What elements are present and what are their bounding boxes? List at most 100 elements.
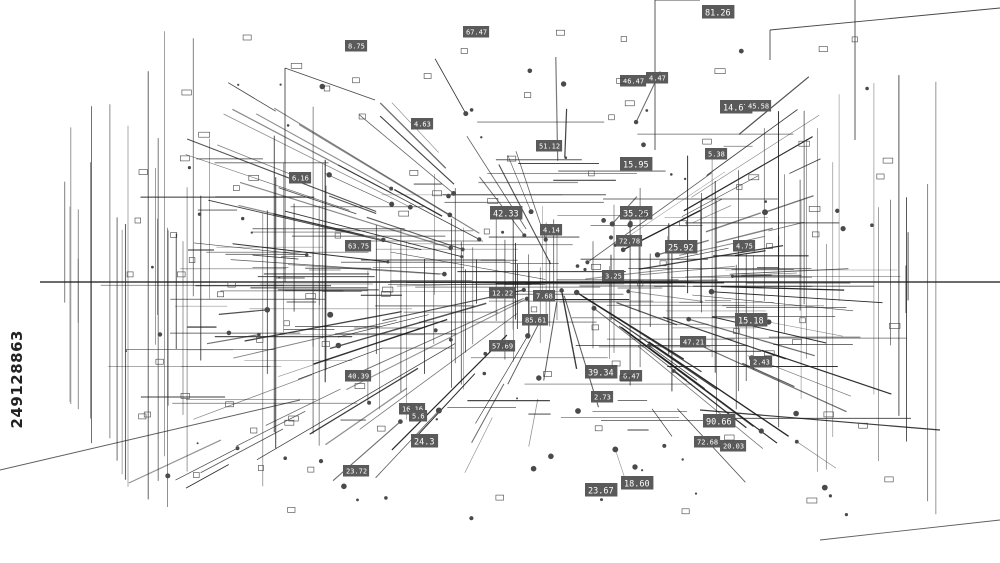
value-label: 63.75 (345, 240, 372, 252)
value-label-text: 63.75 (348, 243, 369, 251)
depth-line (255, 113, 392, 190)
depth-line (366, 216, 463, 250)
mini-box (138, 413, 147, 420)
depth-line (471, 383, 505, 443)
depth-line (346, 298, 528, 391)
value-label: 85.61 (522, 314, 549, 326)
mini-box (724, 434, 735, 441)
node-dot (446, 193, 451, 199)
mini-box (409, 170, 419, 176)
depth-line (543, 302, 558, 381)
mini-box (812, 231, 820, 238)
mini-box (659, 260, 667, 267)
node-dot (654, 252, 661, 258)
node-dot (633, 119, 639, 125)
node-dot (609, 221, 615, 227)
mini-box (248, 175, 259, 181)
mini-box (620, 36, 627, 42)
node-dot (536, 375, 542, 381)
value-label: 24.3 (411, 434, 439, 448)
value-label-text: 4.47 (649, 75, 666, 83)
value-label-text: 39.34 (588, 369, 614, 379)
node-dot (516, 397, 518, 400)
depth-line (309, 367, 419, 435)
mini-box (180, 155, 190, 162)
node-dot (766, 319, 772, 325)
node-dot (237, 83, 240, 86)
mini-box (334, 232, 342, 239)
mini-box (806, 497, 818, 504)
value-label-text: 5.6 (412, 413, 425, 421)
mini-box (256, 336, 264, 343)
value-label: 46.47 (620, 75, 647, 87)
depth-line (764, 195, 814, 213)
node-dot (632, 464, 638, 470)
node-dot (585, 260, 590, 265)
mini-box (882, 157, 894, 164)
depth-line (278, 187, 357, 215)
node-dot (575, 264, 580, 268)
depth-line (218, 309, 268, 315)
mini-box (851, 36, 858, 43)
mini-box (352, 77, 360, 84)
mini-box (679, 220, 688, 227)
value-label-box (345, 40, 368, 52)
node-dot (241, 216, 245, 221)
depth-line (324, 173, 392, 205)
depth-line (628, 290, 704, 302)
value-label-text: 3.25 (605, 273, 622, 281)
node-dot (835, 208, 840, 213)
value-label: 4.63 (411, 118, 434, 130)
node-dot (435, 418, 438, 421)
mini-box (591, 263, 601, 270)
node-dot (601, 218, 606, 223)
node-dot (573, 289, 580, 296)
node-dot (187, 166, 191, 170)
value-label: 72.78 (616, 235, 643, 247)
depth-line (256, 343, 456, 461)
value-label-text: 51.12 (539, 143, 560, 151)
mini-box (483, 228, 490, 235)
mini-box (876, 173, 885, 180)
mini-box (432, 190, 442, 197)
node-dot (448, 245, 453, 251)
mini-box (155, 358, 164, 365)
node-dot (548, 453, 554, 460)
depth-line (621, 326, 706, 389)
value-label-text: 23.72 (346, 468, 367, 476)
node-dot (708, 288, 715, 295)
mini-box (283, 320, 290, 327)
depth-line (498, 164, 552, 265)
node-dot (641, 469, 644, 472)
mini-box (588, 170, 595, 177)
node-dot (528, 209, 534, 215)
value-label: 12.22 (489, 287, 516, 299)
mini-box (358, 113, 366, 120)
mini-box (305, 293, 316, 299)
node-dot (235, 446, 240, 451)
depth-line (434, 58, 467, 114)
node-dot (327, 311, 334, 318)
depth-line (683, 136, 813, 212)
value-label-text: 8.75 (348, 43, 365, 51)
value-label-text: 57.69 (492, 343, 513, 351)
node-dot (612, 446, 619, 453)
depth-line (193, 374, 313, 420)
mini-box (798, 140, 810, 147)
depth-line (329, 302, 487, 350)
stock-id-watermark: 249128863 (8, 330, 30, 470)
node-dots (125, 48, 874, 521)
node-dot (870, 223, 874, 227)
value-label: 35.25 (620, 206, 653, 220)
floor-line (0, 399, 301, 471)
mini-box (143, 411, 151, 418)
node-dot (469, 516, 474, 521)
depth-line (297, 347, 383, 380)
depth-line (186, 138, 377, 213)
depth-line (681, 175, 759, 217)
node-dot (386, 260, 390, 264)
depth-line (375, 410, 440, 479)
mini-box (225, 401, 234, 408)
floor-line (819, 519, 1000, 541)
